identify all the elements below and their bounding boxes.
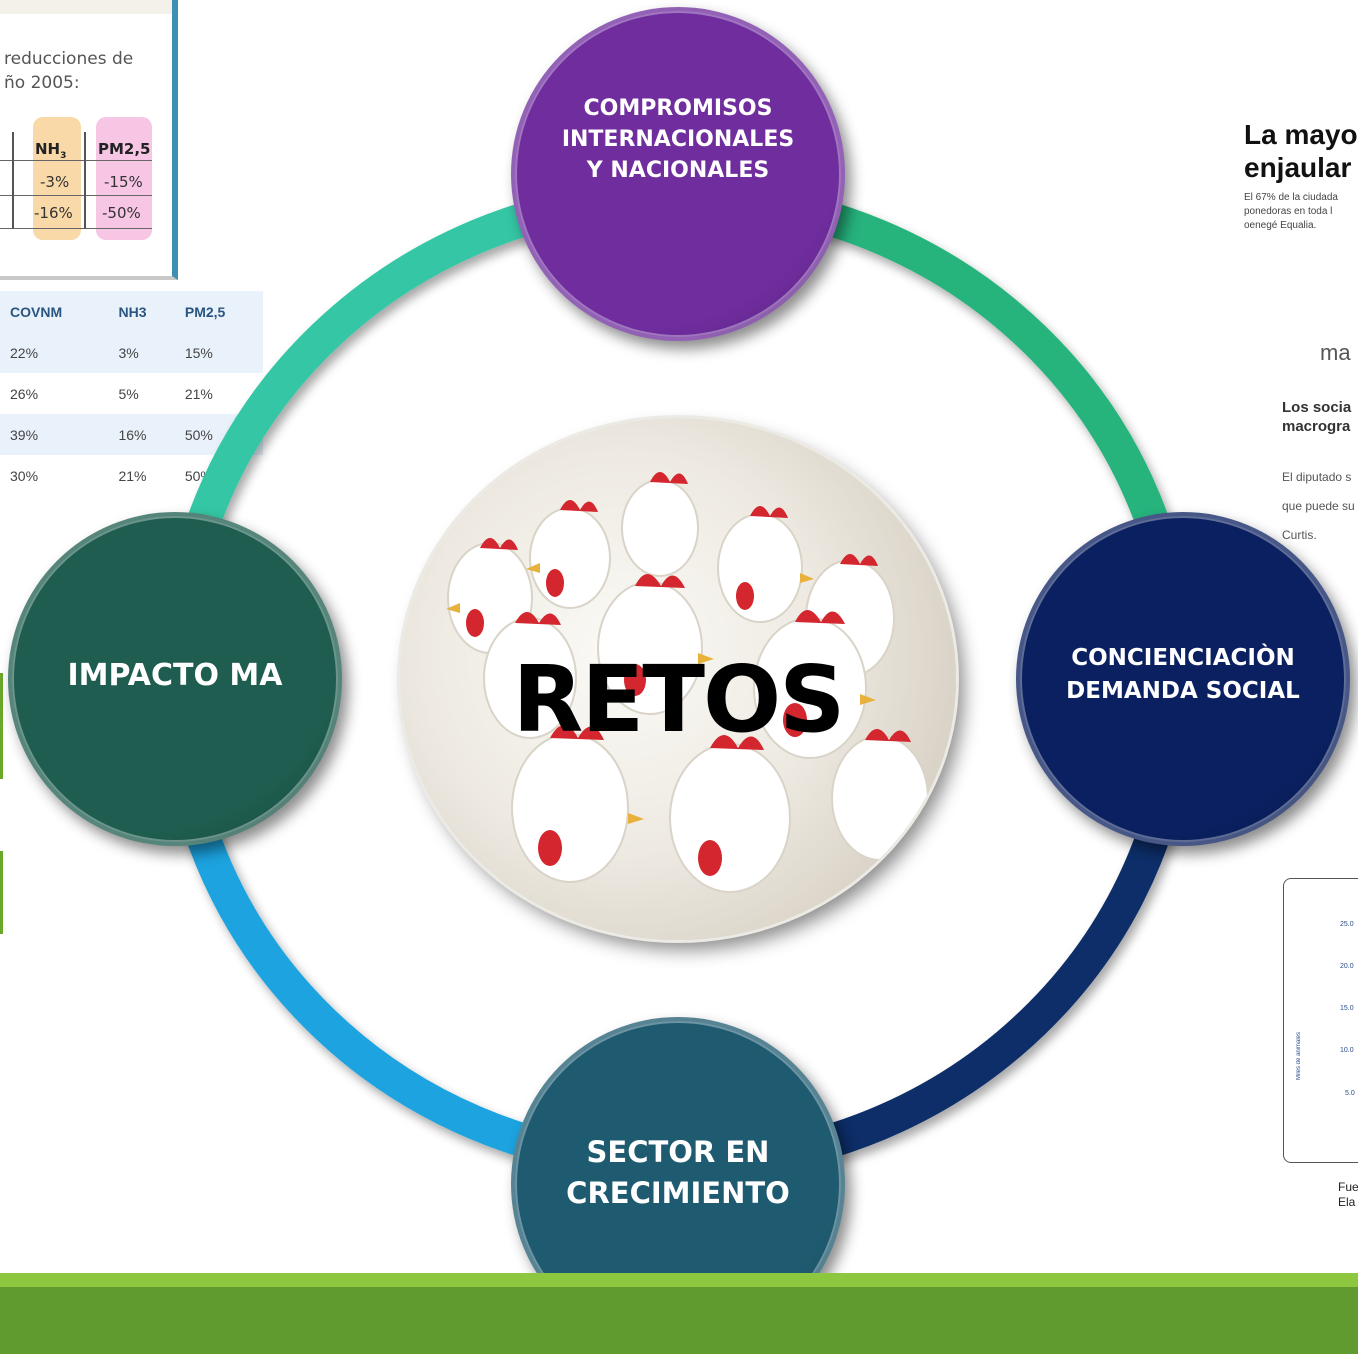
reductions-text-line-2: ño 2005: <box>4 73 80 93</box>
background-chart-frame <box>1283 878 1358 1163</box>
news-headline-line: La mayo <box>1244 119 1358 150</box>
chart-tick: 20.0 <box>1340 963 1354 970</box>
news-body-line: ponedoras en toda l <box>1244 206 1333 217</box>
cell: -3% <box>40 173 70 191</box>
center-hens-image: RETOS <box>400 418 956 940</box>
node-concienciacion-label: CONCIENCIACIÒN DEMANDA SOCIAL <box>1066 642 1300 708</box>
node-label-line: SECTOR EN <box>586 1135 770 1169</box>
table-row: 22% 3% 15% <box>0 332 263 373</box>
cell: -15% <box>104 173 143 191</box>
article-site-name: ma <box>1320 340 1351 365</box>
news-body-line: El 67% de la ciudada <box>1244 192 1338 203</box>
news-headline-line: enjaular <box>1244 152 1352 183</box>
green-edge-bar <box>0 851 3 934</box>
cell: -50% <box>102 204 141 222</box>
table-cell: 26% <box>10 385 39 402</box>
table-row: 26% 5% 21% <box>0 373 263 414</box>
table-cell: 21% <box>118 467 147 484</box>
reductions-text-line-1: reducciones de <box>4 49 134 69</box>
news-body: El 67% de la ciudada ponedoras en toda l… <box>1244 191 1358 233</box>
table-line <box>0 228 152 229</box>
table-line <box>0 160 152 161</box>
news-body-line: oenegé Equalia. <box>1244 220 1317 231</box>
document-header-strip <box>0 0 172 14</box>
article-body: El diputado s que puede su Curtis. <box>1282 463 1358 550</box>
pm25-highlight <box>96 117 152 240</box>
chart-source-line: Fue <box>1338 1180 1358 1194</box>
node-impacto-label: IMPACTO MA <box>68 656 283 696</box>
node-label-line: CONCIENCIACIÒN <box>1071 645 1295 671</box>
chart-tick: 25.0 <box>1340 921 1354 928</box>
node-compromisos: COMPROMISOS INTERNACIONALES Y NACIONALES <box>511 7 845 341</box>
article-title-line: macrogra <box>1282 418 1351 435</box>
green-edge-bar <box>0 673 3 779</box>
header-nh3: NH3 <box>108 291 175 332</box>
table-cell: 30% <box>10 467 39 484</box>
footer-band <box>0 1287 1358 1354</box>
hens-illustration <box>446 472 929 893</box>
table-line <box>0 195 152 196</box>
table-divider <box>12 132 14 229</box>
table-cell: 15% <box>174 332 263 373</box>
node-label-line: INTERNACIONALES <box>561 126 795 152</box>
chart-tick: 15.0 <box>1340 1005 1354 1012</box>
article-body-line: Curtis. <box>1282 528 1317 542</box>
chart-source: Fue Ela <box>1338 1180 1358 1210</box>
header-nh: NH3 <box>35 140 67 161</box>
cell: -16% <box>34 204 73 222</box>
footer-band-light <box>0 1273 1358 1287</box>
news-headline: La mayo enjaular <box>1244 118 1358 184</box>
chart-source-line: Ela <box>1338 1195 1356 1209</box>
node-label-line: DEMANDA SOCIAL <box>1066 678 1300 704</box>
table-cell: 21% <box>184 385 213 402</box>
table-cell: 3% <box>108 332 175 373</box>
node-impacto: IMPACTO MA <box>8 512 342 846</box>
table-cell: 5% <box>118 385 139 402</box>
article-title-line: Los socia <box>1282 399 1352 416</box>
nh3-highlight <box>33 117 81 240</box>
table-cell: 39% <box>0 414 109 455</box>
node-sector-label: SECTOR EN CRECIMIENTO <box>566 1132 790 1214</box>
node-compromisos-label: COMPROMISOS INTERNACIONALES Y NACIONALES <box>562 93 794 186</box>
center-title: RETOS <box>512 645 846 753</box>
table-cell: 22% <box>0 332 109 373</box>
chart-tick: 10.0 <box>1340 1047 1354 1054</box>
article-title: Los socia macrogra <box>1282 398 1358 436</box>
node-label-line: COMPROMISOS <box>583 95 773 121</box>
node-label-line: IMPACTO MA <box>67 658 283 693</box>
header-pm25: PM2,5 <box>174 291 263 332</box>
header-covnm: COVNM <box>0 291 109 332</box>
background-emissions-table: COVNM NH3 PM2,5 22% 3% 15% 26% 5% 21% 39… <box>0 291 263 496</box>
table-divider <box>84 132 86 229</box>
header-pm25: PM2,5 <box>98 140 151 158</box>
background-reductions-document: reducciones de ño 2005: NH3 PM2,5 -3% -1… <box>0 0 178 280</box>
article-body-line: El diputado s <box>1282 470 1352 484</box>
article-body-line: que puede su <box>1282 499 1355 513</box>
table-cell: 16% <box>108 414 175 455</box>
table-header-row: COVNM NH3 PM2,5 <box>0 291 263 332</box>
chart-tick: 5.0 <box>1345 1090 1355 1097</box>
node-label-line: Y NACIONALES <box>586 157 770 183</box>
node-label-line: CRECIMIENTO <box>566 1176 790 1210</box>
node-concienciacion: CONCIENCIACIÒN DEMANDA SOCIAL <box>1016 512 1350 846</box>
